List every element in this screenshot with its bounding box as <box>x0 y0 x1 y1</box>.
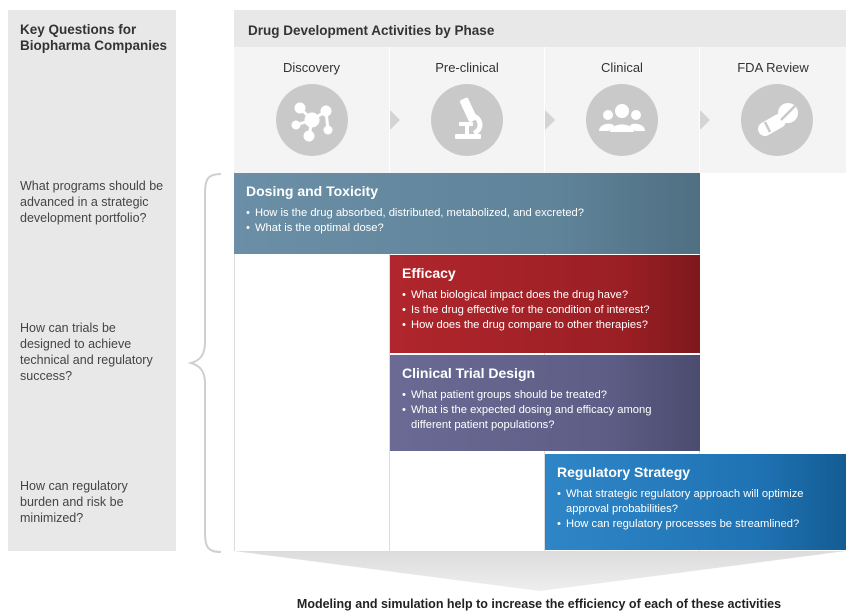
phase-arrow-3 <box>700 110 710 130</box>
activity-title: Regulatory Strategy <box>557 464 691 480</box>
curly-brace <box>187 173 222 553</box>
activity-bullet: What biological impact does the drug hav… <box>402 288 688 303</box>
phase-name-clinical: Clinical <box>601 60 643 75</box>
phase-name-fda-review: FDA Review <box>737 60 809 75</box>
people-group-icon <box>586 84 658 156</box>
activity-bullet: What patient groups should be treated? <box>402 388 688 403</box>
phase-header-bar <box>234 10 846 47</box>
activity-bullet: What strategic regulatory approach will … <box>557 487 834 517</box>
activity-efficacy: Efficacy What biological impact does the… <box>390 255 700 353</box>
activity-bullet: How is the drug absorbed, distributed, m… <box>246 206 688 221</box>
phase-arrow-1 <box>390 110 400 130</box>
question-regulatory: How can regulatory burden and risk be mi… <box>20 479 128 525</box>
down-arrow-icon <box>234 551 846 591</box>
activity-dosing-toxicity: Dosing and Toxicity How is the drug abso… <box>234 173 700 254</box>
question-trial-design: How can trials be designed to achieve te… <box>20 321 153 383</box>
activity-bullet: What is the optimal dose? <box>246 221 688 236</box>
grid-line <box>234 173 235 551</box>
phase-name-preclinical: Pre-clinical <box>435 60 499 75</box>
microscope-icon <box>431 84 503 156</box>
activity-clinical-trial-design: Clinical Trial Design What patient group… <box>390 355 700 451</box>
phase-header-title: Drug Development Activities by Phase <box>248 23 495 38</box>
molecule-icon <box>276 84 348 156</box>
activity-bullet: Is the drug effective for the condition … <box>402 303 688 318</box>
activity-title: Clinical Trial Design <box>402 365 536 381</box>
key-questions-panel <box>8 10 176 551</box>
activity-title: Dosing and Toxicity <box>246 183 378 199</box>
activity-bullet: How does the drug compare to other thera… <box>402 318 688 333</box>
question-portfolio: What programs should be advanced in a st… <box>20 179 164 225</box>
key-questions-title: Key Questions for Biopharma Companies <box>20 22 168 53</box>
activity-bullet: What is the expected dosing and efficacy… <box>402 403 688 433</box>
footer-caption: Modeling and simulation help to increase… <box>296 597 782 611</box>
activity-regulatory-strategy: Regulatory Strategy What strategic regul… <box>545 454 846 550</box>
activity-title: Efficacy <box>402 265 456 281</box>
activity-bullet: How can regulatory processes be streamli… <box>557 517 834 532</box>
phase-name-discovery: Discovery <box>282 60 341 75</box>
grid-line <box>389 173 390 551</box>
pills-icon <box>741 84 813 156</box>
phase-arrow-2 <box>545 110 555 130</box>
